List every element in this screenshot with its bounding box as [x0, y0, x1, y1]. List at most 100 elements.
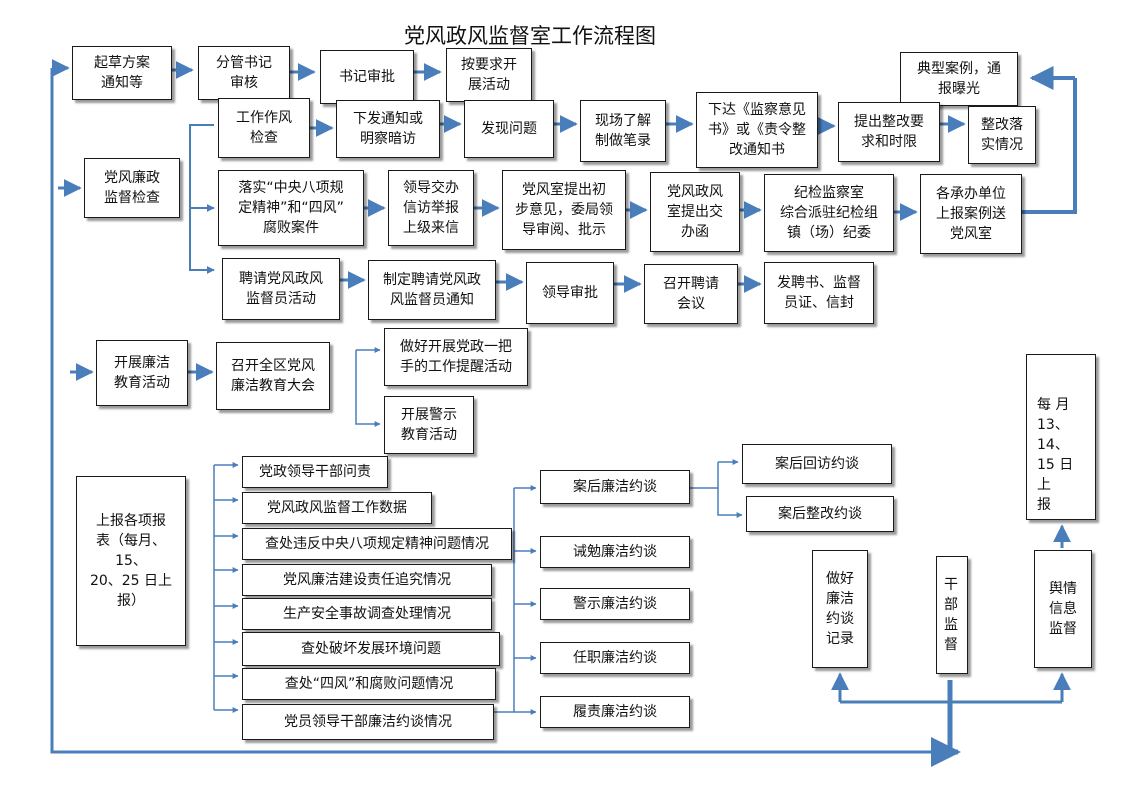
node-jingshi-yuetan-label: 警示廉洁约谈 [573, 596, 657, 612]
node-fapin: 发聘书、监督 员证、信封 [764, 262, 874, 324]
node-lingdao-jiaoban: 领导交办 信访举报 上级来信 [388, 170, 474, 246]
feedback-loop-line [1022, 78, 1077, 214]
node-shangbao: 上报各项报 表（每月、15、 20、25 日上 报） [76, 476, 186, 646]
node-tichu-zhenggai-label: 提出整改要 求和时限 [854, 114, 924, 150]
node-meiyue: 每 月 13、14、 15 日上 报 [1026, 354, 1096, 520]
interview-spine [494, 488, 515, 713]
node-jilu-label: 做好 廉洁 约谈 记录 [826, 571, 854, 647]
anhou-spine [690, 462, 719, 489]
anhou-arrow-2 [717, 488, 743, 518]
node-yuqing-label: 舆情 信息 监督 [1049, 581, 1077, 637]
report-item-2-label: 党风政风监督工作数据 [267, 500, 407, 516]
report-item-6-label: 查处破坏发展环境问题 [301, 641, 441, 657]
node-fenguan-label: 分管书记 审核 [216, 55, 272, 91]
node-lianjie-root: 开展廉洁 教育活动 [96, 340, 188, 406]
node-renzhi: 任职廉洁约谈 [540, 642, 690, 674]
node-zhengfeng-jiaoban: 党风政风 室提出交 办函 [650, 172, 740, 252]
node-lvze-label: 履责廉洁约谈 [573, 704, 657, 720]
node-chengban: 各承办单位 上报案例送 党风室 [920, 174, 1022, 254]
node-dangfeng-chubu: 党风室提出初 步意见，委局领 导审阅、批示 [502, 170, 626, 250]
node-zhiding: 制定聘请党风政 风监督员通知 [368, 260, 496, 320]
report-item-8-label: 党员领导干部廉洁约谈情况 [284, 714, 452, 730]
node-qicao: 起草方案 通知等 [72, 46, 172, 100]
node-qicao-label: 起草方案 通知等 [94, 55, 150, 91]
node-tichu-zhenggai: 提出整改要 求和时限 [838, 102, 940, 162]
report-item-5: 生产安全事故调查处理情况 [242, 598, 492, 630]
node-fenguan: 分管书记 审核 [198, 46, 290, 100]
node-shuji-label: 书记审批 [339, 69, 395, 85]
node-quanmian: 诫勉廉洁约谈 [540, 536, 690, 568]
report-item-4-label: 党风廉洁建设责任追究情况 [283, 572, 451, 588]
node-zhaokai-dahui-label: 召开全区党风 廉洁教育大会 [231, 358, 315, 394]
node-jiancha-root: 党风廉政 监督检查 [84, 158, 180, 218]
node-yibashou: 做好开展党政一把 手的工作提醒活动 [384, 328, 528, 386]
node-shuji: 书记审批 [320, 50, 414, 104]
node-chengban-label: 各承办单位 上报案例送 党风室 [936, 186, 1006, 242]
report-item-7-label: 查处“四风”和腐败问题情况 [284, 676, 454, 692]
node-zhaokai-pinqing: 召开聘请 会议 [644, 264, 738, 324]
node-zhenggai-luoshi-label: 整改落 实情况 [981, 117, 1023, 153]
report-item-3: 查处违反中央八项规定精神问题情况 [242, 528, 512, 560]
branch-jiancha-mid [189, 190, 215, 274]
node-yuqing: 舆情 信息 监督 [1034, 550, 1092, 668]
node-gongzuo-label: 工作作风 检查 [236, 110, 292, 146]
node-pinqing-huodong: 聘请党风政风 监督员活动 [222, 258, 340, 320]
node-ganbu: 干 部 监 督 [936, 556, 968, 674]
node-anhou: 案后廉洁约谈 [540, 470, 690, 504]
node-lingdao-shenpi-label: 领导审批 [542, 285, 598, 301]
node-lingdao-jiaoban-label: 领导交办 信访举报 上级来信 [403, 180, 459, 236]
node-lvze: 履责廉洁约谈 [540, 696, 690, 728]
node-fapin-label: 发聘书、监督 员证、信封 [777, 275, 861, 311]
node-zhiding-label: 制定聘请党风政 风监督员通知 [383, 272, 481, 308]
node-xiada-label: 下达《监察意见 书》或《责令整 改通知书 [708, 102, 806, 158]
node-huifang-label: 案后回访约谈 [775, 456, 859, 472]
node-anhou-label: 案后廉洁约谈 [573, 479, 657, 495]
node-xianchang-label: 现场了解 制做笔录 [595, 113, 651, 149]
node-xiafa-label: 下发通知或 明察暗访 [353, 111, 423, 147]
node-yibashou-label: 做好开展党政一把 手的工作提醒活动 [400, 339, 512, 375]
branch-jiancha-spine [189, 124, 214, 190]
page-title: 党风政风监督室工作流程图 [404, 24, 656, 48]
report-item-1: 党政领导干部问责 [242, 456, 388, 488]
outer-loop-line [50, 68, 940, 754]
node-meiyue-label: 每 月 13、14、 15 日上 报 [1037, 397, 1074, 513]
node-faxian: 发现问题 [464, 100, 554, 158]
node-jingshi-jiaoyu-label: 开展警示 教育活动 [401, 407, 457, 443]
node-jingshi-yuetan: 警示廉洁约谈 [540, 588, 690, 620]
node-zhengfeng-jiaoban-label: 党风政风 室提出交 办函 [667, 184, 723, 240]
node-jiancha-root-label: 党风廉政 监督检查 [104, 170, 160, 206]
node-jilu: 做好 廉洁 约谈 记录 [812, 550, 868, 668]
node-dianxing-label: 典型案例，通 报曝光 [917, 61, 1001, 97]
node-zhaokai-pinqing-label: 召开聘请 会议 [663, 276, 719, 312]
node-xianchang: 现场了解 制做笔录 [580, 100, 666, 162]
node-xiafa: 下发通知或 明察暗访 [336, 100, 440, 158]
node-dianxing: 典型案例，通 报曝光 [900, 52, 1018, 106]
node-ganbu-label: 干 部 监 督 [944, 577, 960, 653]
report-item-4: 党风廉洁建设责任追究情况 [242, 564, 492, 596]
report-item-3-label: 查处违反中央八项规定精神问题情况 [265, 536, 489, 552]
node-faxian-label: 发现问题 [481, 121, 537, 137]
node-huifang: 案后回访约谈 [742, 444, 892, 484]
node-zhenggai-yuetan: 案后整改约谈 [746, 496, 894, 532]
node-jijian: 纪检监察室 综合派驻纪检组 镇（场）纪委 [764, 174, 894, 252]
report-item-8: 党员领导干部廉洁约谈情况 [242, 704, 494, 740]
node-zhaokai-dahui: 召开全区党风 廉洁教育大会 [216, 342, 330, 410]
node-anyaoqiu-label: 按要求开 展活动 [461, 57, 517, 93]
node-anyaoqiu: 按要求开 展活动 [446, 48, 532, 102]
report-item-7: 查处“四风”和腐败问题情况 [242, 668, 496, 700]
node-zhenggai-luoshi: 整改落 实情况 [968, 106, 1036, 164]
node-quanmian-label: 诫勉廉洁约谈 [573, 544, 657, 560]
node-shangbao-label: 上报各项报 表（每月、15、 20、25 日上 报） [89, 513, 173, 609]
node-renzhi-label: 任职廉洁约谈 [573, 650, 657, 666]
report-item-6: 查处破坏发展环境问题 [242, 632, 500, 666]
node-luoshi-label: 落实“中央八项规 定精神”和“四风” 腐败案件 [238, 180, 344, 236]
node-jijian-label: 纪检监察室 综合派驻纪检组 镇（场）纪委 [780, 185, 878, 241]
node-dangfeng-chubu-label: 党风室提出初 步意见，委局领 导审阅、批示 [515, 182, 613, 238]
node-zhenggai-yuetan-label: 案后整改约谈 [778, 506, 862, 522]
report-item-5-label: 生产安全事故调查处理情况 [283, 606, 451, 622]
node-lianjie-root-label: 开展廉洁 教育活动 [114, 355, 170, 391]
report-item-1-label: 党政领导干部问责 [259, 464, 371, 480]
node-xiada: 下达《监察意见 书》或《责令整 改通知书 [696, 92, 818, 168]
